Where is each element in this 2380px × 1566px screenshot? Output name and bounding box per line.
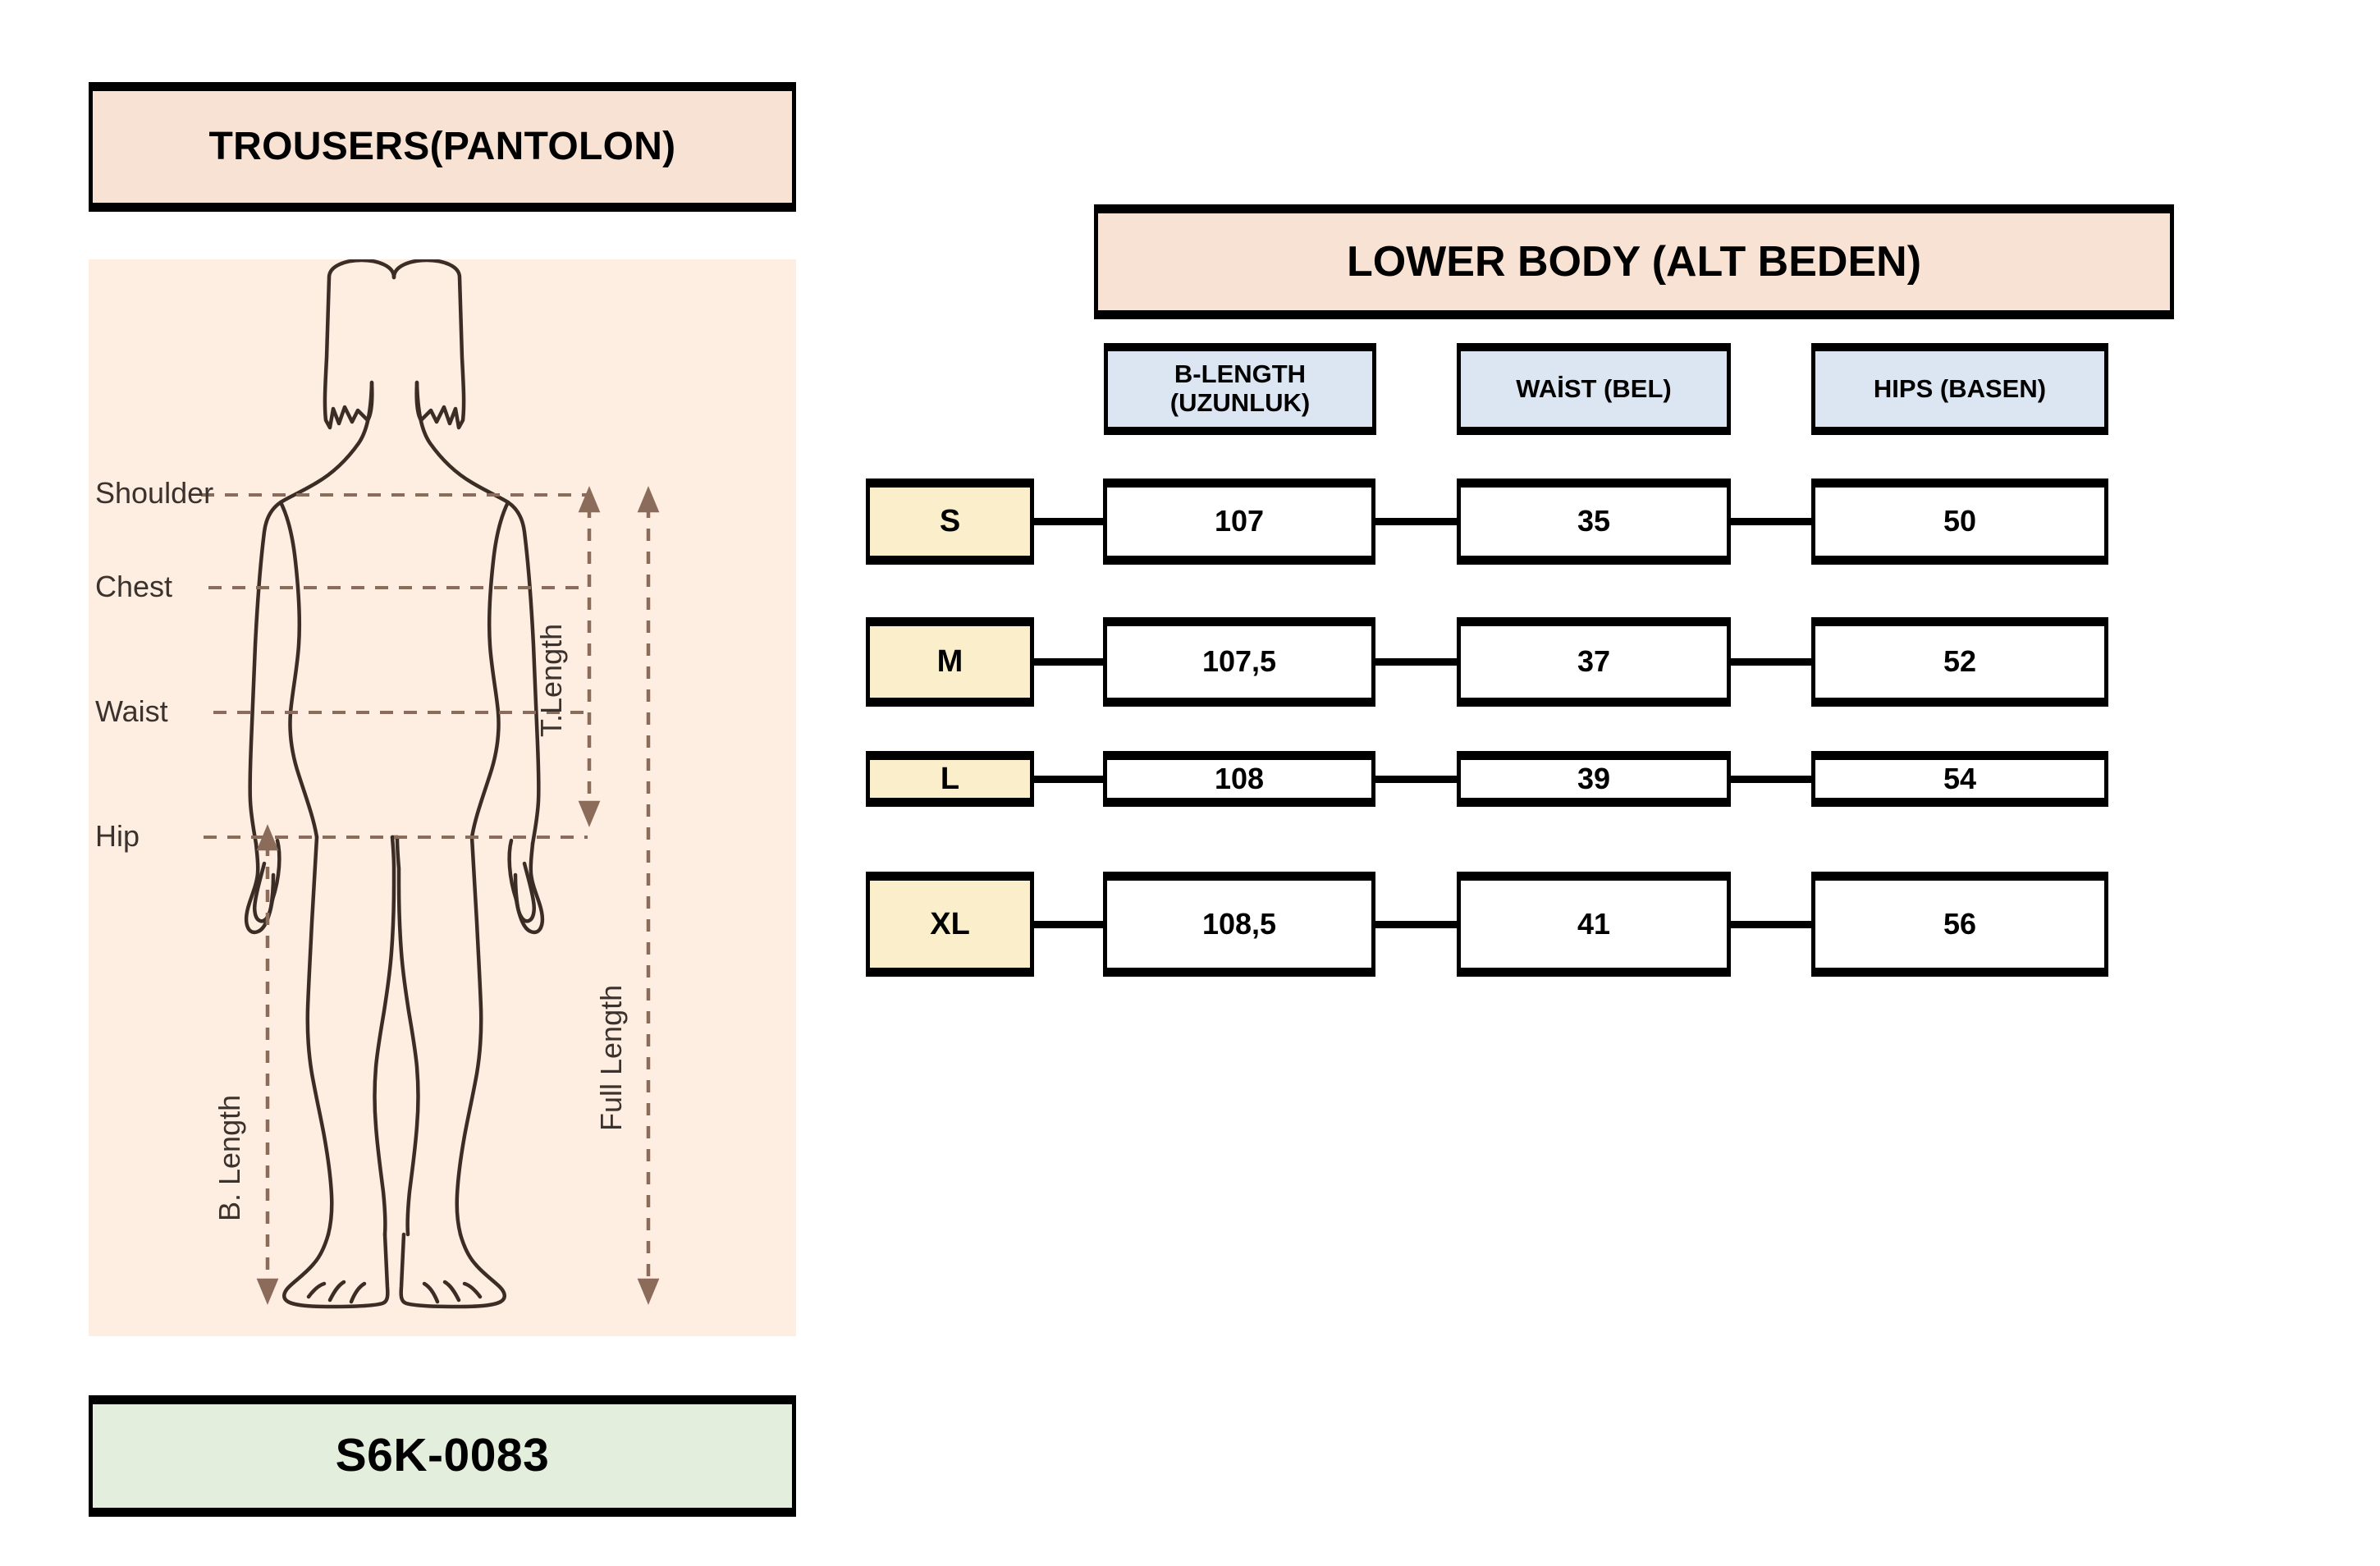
- value-cell-xl-b-length-text: 108,5: [1201, 906, 1277, 941]
- product-code-text: S6K-0083: [335, 1429, 550, 1482]
- column-header-b-length-line2: (UZUNLUK): [1169, 388, 1311, 417]
- value-cell-l-b-length: 108: [1103, 751, 1375, 807]
- value-cell-xl-hips-text: 56: [1943, 906, 1977, 941]
- figure-label-waist: Waist: [95, 694, 168, 728]
- female-body-figure-icon: [201, 259, 660, 1309]
- lower-body-section-header-text: LOWER BODY (ALT BEDEN): [1346, 237, 1922, 286]
- row-connector: [1729, 921, 1813, 928]
- figure-label-chest: Chest: [95, 570, 173, 603]
- lower-body-section-header: LOWER BODY (ALT BEDEN): [1094, 204, 2174, 319]
- figure-label-b-length: B. Length: [213, 1094, 246, 1221]
- column-header-hips: HIPS (BASEN): [1811, 343, 2108, 435]
- row-connector: [1032, 518, 1105, 525]
- size-cell-s: S: [866, 478, 1034, 565]
- value-cell-xl-waist-text: 41: [1577, 906, 1611, 941]
- size-cell-m-text: M: [936, 644, 963, 680]
- size-cell-s-text: S: [939, 504, 961, 539]
- row-connector: [1729, 658, 1813, 666]
- row-connector: [1374, 921, 1458, 928]
- value-cell-s-hips: 50: [1811, 478, 2108, 565]
- size-cell-l-text: L: [940, 761, 960, 796]
- value-cell-xl-waist: 41: [1457, 872, 1731, 977]
- column-header-hips-text: HIPS (BASEN): [1873, 373, 2047, 403]
- row-connector: [1032, 921, 1105, 928]
- value-cell-l-hips-text: 54: [1943, 761, 1977, 795]
- row-connector: [1032, 658, 1105, 666]
- row-connector: [1374, 518, 1458, 525]
- value-cell-s-b-length: 107: [1103, 478, 1375, 565]
- row-connector: [1729, 776, 1813, 783]
- column-header-waist: WAİST (BEL): [1457, 343, 1731, 435]
- row-connector: [1032, 776, 1105, 783]
- column-header-b-length-line1: B-LENGTH: [1174, 359, 1307, 389]
- size-cell-m: M: [866, 617, 1034, 707]
- value-cell-s-hips-text: 50: [1943, 504, 1977, 538]
- row-connector: [1374, 776, 1458, 783]
- size-cell-xl: XL: [866, 872, 1034, 977]
- value-cell-l-b-length-text: 108: [1214, 761, 1265, 795]
- column-header-waist-text: WAİST (BEL): [1516, 373, 1672, 403]
- figure-label-hip: Hip: [95, 819, 140, 853]
- garment-title-text: TROUSERS(PANTOLON): [208, 125, 676, 169]
- value-cell-l-hips: 54: [1811, 751, 2108, 807]
- value-cell-m-waist-text: 37: [1577, 644, 1611, 679]
- value-cell-m-hips: 52: [1811, 617, 2108, 707]
- figure-label-shoulder: Shoulder: [95, 476, 214, 510]
- figure-label-full-length: Full Length: [594, 984, 628, 1131]
- value-cell-xl-hips: 56: [1811, 872, 2108, 977]
- value-cell-l-waist-text: 39: [1577, 761, 1611, 795]
- value-cell-m-waist: 37: [1457, 617, 1731, 707]
- size-cell-l: L: [866, 751, 1034, 807]
- column-header-b-length: B-LENGTH (UZUNLUK): [1104, 343, 1376, 435]
- value-cell-s-waist-text: 35: [1577, 504, 1611, 538]
- figure-label-t-length: T.Length: [534, 623, 568, 737]
- product-code-box: S6K-0083: [89, 1395, 796, 1517]
- garment-title-box: TROUSERS(PANTOLON): [89, 82, 796, 212]
- row-connector: [1374, 658, 1458, 666]
- value-cell-s-waist: 35: [1457, 478, 1731, 565]
- value-cell-m-b-length-text: 107,5: [1201, 644, 1277, 679]
- value-cell-l-waist: 39: [1457, 751, 1731, 807]
- body-illustration-panel: Shoulder Chest Waist Hip T.Length Full L…: [89, 259, 796, 1336]
- value-cell-m-hips-text: 52: [1943, 644, 1977, 679]
- value-cell-s-b-length-text: 107: [1214, 504, 1265, 538]
- size-cell-xl-text: XL: [930, 906, 970, 941]
- value-cell-xl-b-length: 108,5: [1103, 872, 1375, 977]
- value-cell-m-b-length: 107,5: [1103, 617, 1375, 707]
- row-connector: [1729, 518, 1813, 525]
